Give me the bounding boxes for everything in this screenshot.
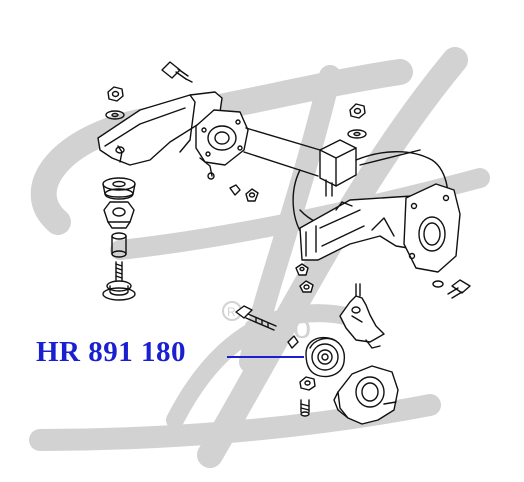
rubber-mount-icon: [102, 177, 136, 200]
bushing-nut-icon: [299, 376, 316, 391]
lower-mount-housing-icon: [333, 365, 399, 425]
spacer-tube-icon: [111, 232, 127, 258]
hub-flange-icon: [195, 109, 249, 180]
watermark-logo: [29, 47, 490, 468]
bottom-bolt-icon: [300, 399, 310, 417]
right-side-washer-icon: [432, 280, 444, 288]
lower-isolator-bracket-icon: [339, 283, 385, 349]
upper-isolator-block-icon: [319, 139, 357, 197]
small-ring-icon: [287, 335, 299, 349]
watermark-registered-glyph: R: [227, 305, 236, 319]
top-left-washer-icon: [105, 110, 125, 120]
top-bolt-icon: [161, 61, 193, 83]
parts-line-art: [97, 61, 471, 425]
right-ear-plate-icon: [403, 183, 461, 273]
watermark-text: авто: [243, 308, 311, 345]
top-right-nut-icon: [349, 103, 366, 119]
target-bushing-icon: [305, 336, 346, 378]
center-long-bolt-icon: [235, 305, 277, 331]
right-side-bolt-icon: [447, 279, 471, 299]
lower-middle-nut-2-icon: [299, 280, 314, 293]
part-number-label: HR 891 180: [36, 336, 186, 368]
left-mount-bracket-icon: [97, 91, 223, 166]
lower-middle-nut-1-icon: [295, 263, 309, 276]
top-right-washer-icon: [347, 129, 367, 139]
hub-small-nuts-icon: [229, 184, 259, 202]
top-left-nut-icon: [107, 86, 124, 102]
cup-nut-icon: [103, 201, 135, 229]
lower-left-bolt-icon: [102, 261, 136, 301]
